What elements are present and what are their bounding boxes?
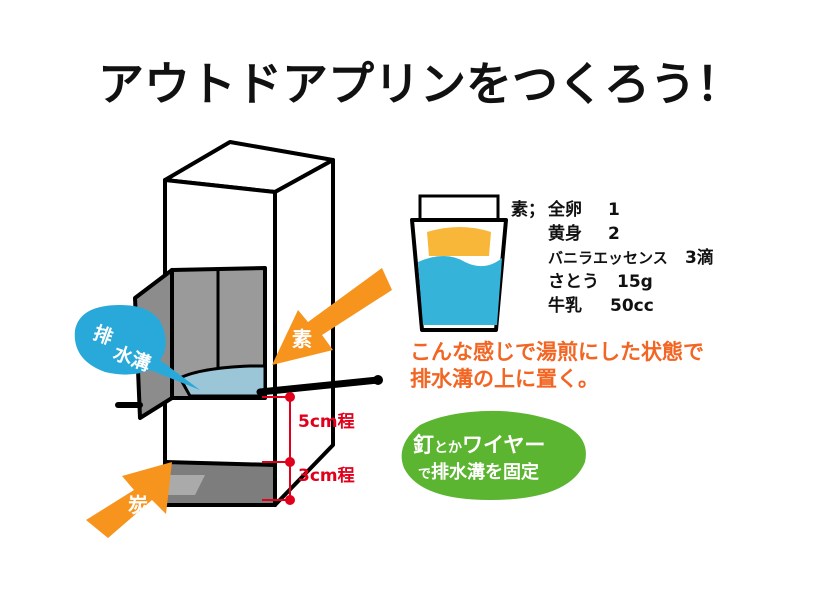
dim-label-top: 5cm程 [298, 412, 355, 432]
recipe-item-amount: 2 [608, 224, 620, 244]
page-title: アウトドアプリンをつくろう！ [98, 57, 742, 111]
element-arrow [272, 268, 392, 365]
recipe-item-amount: 3滴 [685, 247, 714, 268]
bubble-nail: 釘 [413, 433, 434, 457]
recipe-item-name: 黄身 [548, 223, 582, 244]
drain-label-bubble [74, 305, 200, 390]
lower-inner [165, 475, 205, 495]
nail-head [373, 375, 383, 385]
charcoal-label: 炭 [128, 493, 148, 517]
nail-rod [256, 376, 382, 396]
dim-label-bottom: 3cm程 [298, 466, 355, 486]
dim-dot-bottom [285, 495, 295, 505]
recipe-item-name: 全卵 [547, 199, 582, 220]
dim-dot-mid [285, 457, 295, 467]
bubble-line1: 釘とかワイヤー [413, 433, 545, 457]
bubble-toka: とか [434, 440, 462, 456]
drain-basin [177, 364, 267, 398]
recipe-item-amount: 15g [617, 272, 653, 292]
pudding-fill [427, 227, 491, 256]
note-line2: 排水溝の上に置く。 [410, 367, 599, 391]
dim-dot-top [285, 392, 295, 402]
green-bubble [398, 402, 586, 500]
dimension-markers [262, 392, 295, 505]
recipe-prefix: 素； [511, 200, 545, 220]
bubble-de: で [418, 467, 431, 482]
water-fill [418, 256, 502, 325]
recipe-item-name: バニラエッセンス [548, 249, 668, 267]
element-label: 素 [292, 327, 312, 351]
recipe-item-amount: 1 [608, 200, 620, 220]
recipe-item-amount: 50cc [610, 296, 654, 316]
bubble-wire: ワイヤー [462, 433, 545, 457]
note-line1: こんな感じで湯煎にした状態で [410, 340, 704, 364]
charcoal-arrow [86, 462, 172, 538]
recipe-item-name: さとう [548, 272, 599, 292]
bubble-line2: で排水溝を固定 [418, 461, 539, 483]
recipe-item-name: 牛乳 [548, 295, 582, 316]
bubble-fix: 排水溝を固定 [431, 461, 539, 483]
pudding-glass [410, 194, 508, 332]
